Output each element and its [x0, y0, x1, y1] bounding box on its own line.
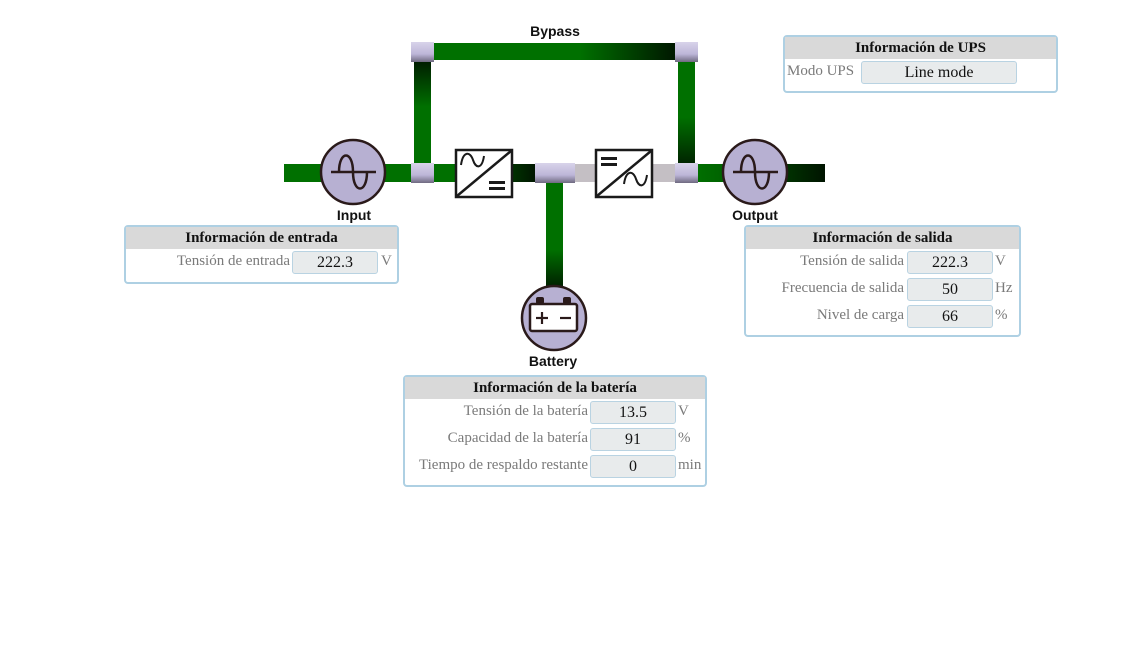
- ups-info-title: Información de UPS: [785, 37, 1056, 59]
- connector-input-junction: [411, 163, 434, 183]
- battery-info-title: Información de la batería: [405, 377, 705, 399]
- input-voltage-unit: V: [381, 253, 392, 269]
- backup-time-row: Tiempo de respaldo restante 0 min: [405, 453, 705, 480]
- output-frequency-unit: Hz: [995, 280, 1013, 296]
- bypass-line-top: [430, 43, 680, 60]
- load-level-unit: %: [995, 307, 1008, 323]
- inverter-output-line: [650, 164, 678, 182]
- output-voltage-row: Tensión de salida 222.3 V: [746, 249, 1019, 276]
- backup-time-value: 0: [590, 455, 676, 478]
- backup-time-label: Tiempo de respaldo restante: [419, 457, 588, 473]
- battery-label: Battery: [528, 353, 578, 369]
- battery-info-panel: Información de la batería Tensión de la …: [403, 375, 707, 487]
- input-voltage-value: 222.3: [292, 251, 378, 274]
- input-label: Input: [336, 207, 372, 223]
- battery-capacity-value: 91: [590, 428, 676, 451]
- backup-time-unit: min: [678, 457, 702, 473]
- battery-voltage-unit: V: [678, 403, 689, 419]
- connector-dc-junction: [535, 163, 575, 183]
- ups-mode-label: Modo UPS: [787, 63, 855, 79]
- output-info-panel: Información de salida Tensión de salida …: [744, 225, 1021, 337]
- load-level-row: Nivel de carga 66 %: [746, 303, 1019, 330]
- output-frequency-label: Frecuencia de salida: [781, 280, 904, 296]
- inverter-dc-ac-icon: [594, 148, 654, 199]
- output-frequency-row: Frecuencia de salida 50 Hz: [746, 276, 1019, 303]
- battery-icon: [520, 284, 588, 352]
- ups-mode-value: Line mode: [861, 61, 1017, 84]
- output-info-title: Información de salida: [746, 227, 1019, 249]
- output-voltage-unit: V: [995, 253, 1006, 269]
- output-voltage-label: Tensión de salida: [800, 253, 904, 269]
- inverter-input-line: [572, 164, 598, 182]
- battery-capacity-unit: %: [678, 430, 691, 446]
- output-ac-icon: [721, 138, 789, 206]
- load-level-value: 66: [907, 305, 993, 328]
- connector-bypass-left-top: [411, 42, 434, 62]
- input-info-title: Información de entrada: [126, 227, 397, 249]
- rectifier-ac-dc-icon: [454, 148, 514, 199]
- diagram-canvas: [284, 42, 825, 352]
- load-level-label: Nivel de carga: [816, 307, 904, 323]
- input-voltage-label: Tensión de entrada: [176, 253, 290, 269]
- bypass-label: Bypass: [530, 23, 580, 39]
- connector-output-junction: [675, 163, 698, 183]
- battery-voltage-label: Tensión de la batería: [463, 403, 588, 419]
- battery-voltage-value: 13.5: [590, 401, 676, 424]
- battery-voltage-row: Tensión de la batería 13.5 V: [405, 399, 705, 426]
- battery-capacity-label: Capacidad de la batería: [447, 430, 588, 446]
- connector-bypass-right-top: [675, 42, 698, 62]
- bypass-line-right: [678, 60, 695, 164]
- input-info-panel: Información de entrada Tensión de entrad…: [124, 225, 399, 284]
- ups-mode-row: Modo UPS Line mode: [785, 59, 1056, 86]
- battery-capacity-row: Capacidad de la batería 91 %: [405, 426, 705, 453]
- dc-bus-line: [512, 164, 538, 182]
- output-frequency-value: 50: [907, 278, 993, 301]
- bypass-line-left: [414, 60, 431, 164]
- input-voltage-row: Tensión de entrada 222.3 V: [126, 249, 397, 276]
- input-ac-icon: [319, 138, 387, 206]
- rectifier-input-line: [430, 164, 458, 182]
- output-label: Output: [732, 207, 778, 223]
- output-voltage-value: 222.3: [907, 251, 993, 274]
- battery-line: [546, 182, 563, 286]
- ups-info-panel: Información de UPS Modo UPS Line mode: [783, 35, 1058, 93]
- ups-flow-diagram: Bypass Input Output Battery: [284, 23, 825, 369]
